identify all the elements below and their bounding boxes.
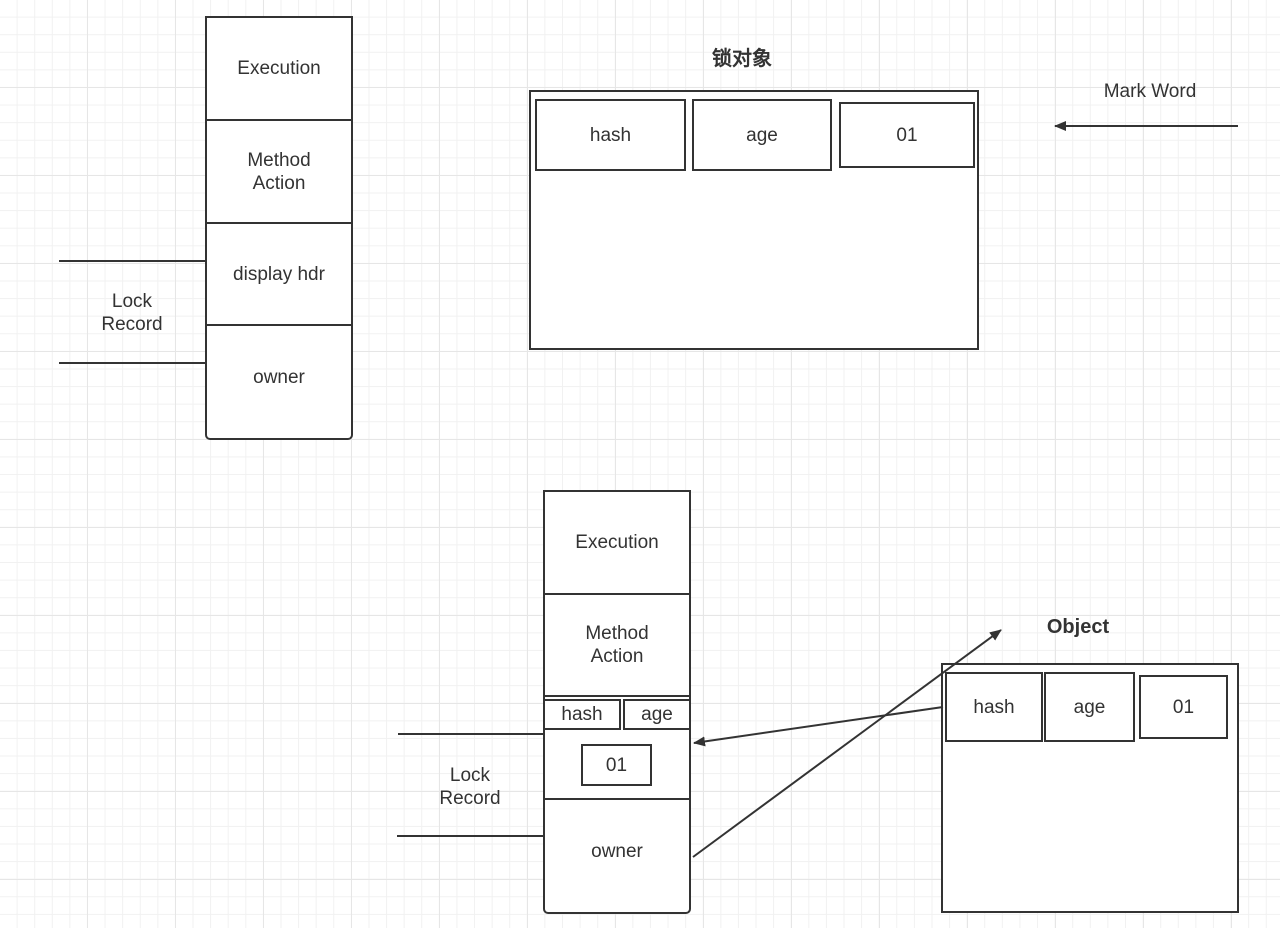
- bottom-stack-owner-cell: owner: [543, 798, 691, 904]
- object-lock-flag-label: 01: [1172, 696, 1195, 718]
- object-hash-label: hash: [973, 696, 1015, 718]
- lock-object-lock-flag-label: 01: [896, 124, 918, 146]
- lock-object-hash-label: hash: [589, 124, 632, 146]
- bottom-stack-lock-flag-label: 01: [605, 754, 628, 776]
- lock-object-age-cell: age: [692, 99, 832, 171]
- top-stack-owner-label: owner: [253, 366, 305, 388]
- object-hash-cell: hash: [945, 672, 1043, 742]
- object-lock-flag-cell: 01: [1139, 675, 1228, 739]
- lock-object-hash-cell: hash: [535, 99, 686, 171]
- lock-object-title: 锁对象: [712, 48, 772, 70]
- lock-object-age-label: age: [746, 124, 778, 146]
- bottom-stack-method-action-label: Method Action: [585, 623, 649, 667]
- top-lock-record-label: Lock Record: [101, 291, 163, 335]
- bottom-stack-base: [543, 902, 691, 914]
- mark-word-label: Mark Word: [1103, 81, 1197, 102]
- bottom-stack-hash-label: hash: [561, 704, 603, 725]
- bottom-lock-record-label: Lock Record: [439, 765, 501, 809]
- top-stack-execution-cell: Execution: [205, 16, 353, 121]
- top-stack-method-action-cell: Method Action: [205, 119, 353, 224]
- top-stack-display-hdr-label: display hdr: [233, 263, 325, 285]
- top-stack-base: [205, 428, 353, 440]
- top-stack-owner-cell: owner: [205, 324, 353, 430]
- bottom-stack-execution-cell: Execution: [543, 490, 691, 595]
- bottom-stack-age-label: age: [641, 704, 673, 725]
- bottom-stack-hash-cell: hash: [543, 699, 621, 730]
- top-stack-method-action-label: Method Action: [247, 149, 311, 194]
- top-stack-execution-label: Execution: [237, 58, 321, 79]
- object-age-cell: age: [1044, 672, 1135, 742]
- bottom-stack-method-action-cell: Method Action: [543, 593, 691, 697]
- object-to-lock-record-arrow: [693, 706, 944, 747]
- top-stack-display-hdr-cell: display hdr: [205, 222, 353, 326]
- bottom-stack-lock-flag-cell: 01: [581, 744, 652, 786]
- object-age-label: age: [1073, 696, 1106, 718]
- bottom-stack-age-cell: age: [623, 699, 691, 730]
- bottom-stack-execution-label: Execution: [575, 532, 659, 553]
- bottom-stack-owner-label: owner: [591, 840, 643, 862]
- lock-object-lock-flag-cell: 01: [839, 102, 975, 168]
- object-title: Object: [1046, 616, 1110, 638]
